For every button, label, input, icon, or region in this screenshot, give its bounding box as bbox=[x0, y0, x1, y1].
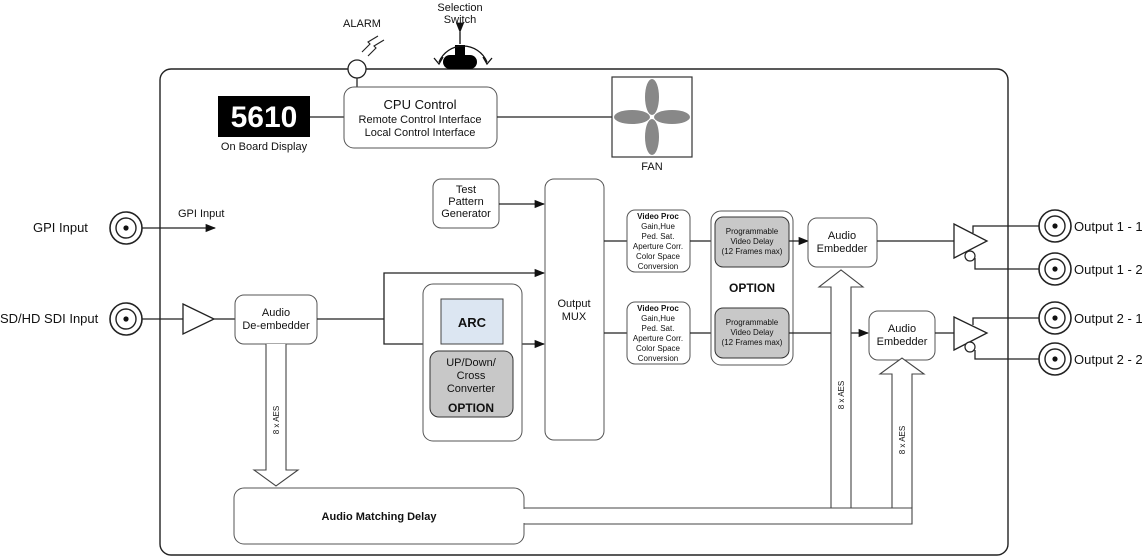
gpi-input-inner-label: GPI Input bbox=[178, 208, 224, 220]
diagram-label: Gain,Hue bbox=[641, 314, 675, 323]
sdi-connector-icon[interactable] bbox=[109, 302, 143, 336]
diagram-label: Color Space bbox=[636, 344, 681, 353]
diagram-label: Conversion bbox=[638, 354, 678, 363]
selection-switch-icon[interactable] bbox=[433, 22, 493, 69]
diagram-label: Video Delay bbox=[731, 328, 774, 337]
programmable-delay-1 bbox=[714, 216, 790, 268]
diagram-label: 8 x AES bbox=[898, 426, 907, 454]
fan-icon bbox=[611, 76, 693, 158]
output-1-1-connector-icon[interactable] bbox=[1038, 209, 1072, 243]
diagram-label: OPTION bbox=[448, 401, 494, 415]
selection-switch-label-2: Switch bbox=[444, 14, 476, 26]
audio-bus bbox=[519, 507, 913, 525]
output-2-2-connector-icon[interactable] bbox=[1038, 342, 1072, 376]
sdi-input-label: SD/HD SDI Input bbox=[0, 311, 99, 326]
output-1-1-label: Output 1 - 1 bbox=[1074, 219, 1143, 234]
output-driver-2 bbox=[953, 315, 1039, 360]
diagram-label: 8 x AES bbox=[272, 406, 281, 434]
aes-arrow-down bbox=[252, 344, 300, 487]
diagram-label: Gain,Hue bbox=[641, 222, 675, 231]
diagram-label: Generator bbox=[441, 208, 491, 220]
diagram-label: Audio bbox=[828, 230, 856, 242]
audio-embedder-block-1 bbox=[807, 217, 878, 268]
alarm-indicator bbox=[347, 35, 385, 87]
diagram-label: Test bbox=[456, 184, 476, 196]
diagram-label: UP/Down/ bbox=[446, 357, 496, 369]
diagram-label: Ped. Sat. bbox=[642, 324, 675, 333]
gpi-input-label: GPI Input bbox=[33, 220, 88, 235]
cpu-line-1: Remote Control Interface bbox=[359, 114, 482, 126]
selection-switch-label-1: Selection bbox=[437, 2, 482, 14]
output-2-1-connector-icon[interactable] bbox=[1038, 301, 1072, 335]
diagram-label: Video Proc bbox=[637, 212, 679, 221]
diagram-label: Audio bbox=[888, 323, 916, 335]
arc-block bbox=[440, 298, 504, 345]
gpi-connector-icon[interactable] bbox=[109, 211, 143, 245]
output-2-1-label: Output 2 - 1 bbox=[1074, 311, 1143, 326]
output-2-2-label: Output 2 - 2 bbox=[1074, 352, 1143, 367]
display-value: 5610 bbox=[231, 101, 298, 134]
diagram-label: Audio Matching Delay bbox=[322, 511, 438, 523]
diagram-label: Programmable bbox=[726, 318, 779, 327]
converter-block bbox=[429, 350, 514, 418]
cpu-title: CPU Control bbox=[384, 97, 457, 112]
fan-label: FAN bbox=[641, 161, 662, 173]
diagram-label: Embedder bbox=[877, 336, 928, 348]
input-buffer-icon bbox=[182, 302, 216, 336]
diagram-label: Output bbox=[557, 298, 590, 310]
diagram-label: Aperture Corr. bbox=[633, 242, 683, 251]
diagram-label: Audio bbox=[262, 307, 290, 319]
diagram-label: Programmable bbox=[726, 227, 779, 236]
cpu-line-2: Local Control Interface bbox=[365, 127, 476, 139]
diagram-label: Aperture Corr. bbox=[633, 334, 683, 343]
diagram-label: De-embedder bbox=[242, 320, 310, 332]
diagram-label: Cross bbox=[457, 370, 486, 382]
diagram-label: Color Space bbox=[636, 252, 681, 261]
alarm-label: ALARM bbox=[343, 18, 381, 30]
diagram-label: Conversion bbox=[638, 262, 678, 271]
aes-arrow-up-1 bbox=[817, 269, 865, 508]
output-mux-block bbox=[544, 178, 605, 441]
diagram-label: Video Proc bbox=[637, 304, 679, 313]
on-board-display bbox=[218, 96, 310, 137]
diagram-label: Embedder bbox=[817, 243, 868, 255]
output-1-2-connector-icon[interactable] bbox=[1038, 252, 1072, 286]
diagram-label: Ped. Sat. bbox=[642, 232, 675, 241]
diagram-label: Converter bbox=[447, 383, 496, 395]
aes-arrow-up-2 bbox=[878, 357, 926, 508]
diagram-label: (12 Frames max) bbox=[722, 247, 783, 256]
diagram-label: MUX bbox=[562, 311, 587, 323]
diagram-label: OPTION bbox=[729, 281, 775, 295]
diagram-label: Video Delay bbox=[731, 237, 774, 246]
diagram-label: 8 x AES bbox=[837, 381, 846, 409]
output-driver-1 bbox=[953, 222, 1039, 270]
diagram-label: Pattern bbox=[448, 196, 483, 208]
display-caption: On Board Display bbox=[221, 141, 308, 153]
output-1-2-label: Output 1 - 2 bbox=[1074, 262, 1143, 277]
diagram-label: (12 Frames max) bbox=[722, 338, 783, 347]
diagram-label: ARC bbox=[458, 315, 487, 330]
